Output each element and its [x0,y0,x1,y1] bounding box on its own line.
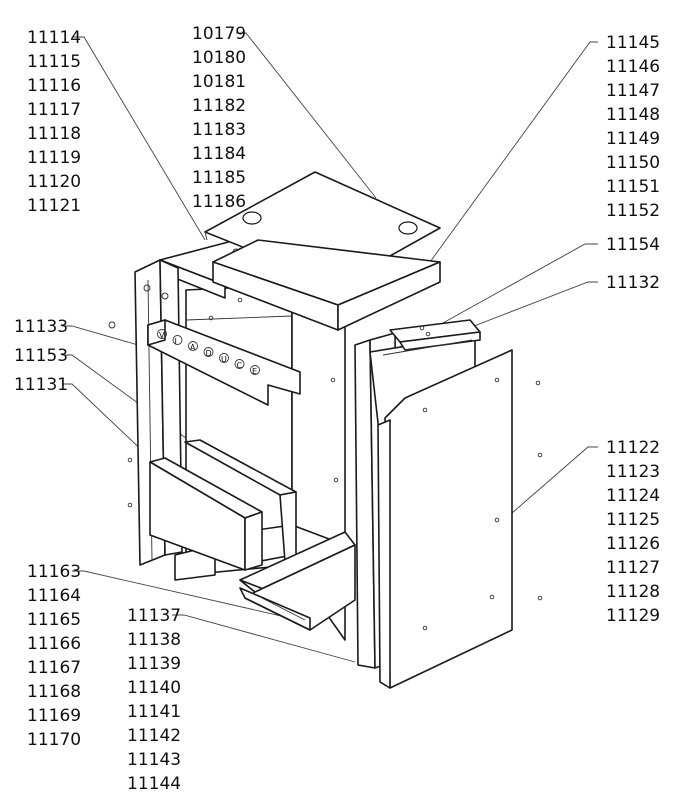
panel-letters: V I A DU CE [157,329,260,376]
part-number: 11116 [27,76,81,96]
panel-letter: C [237,361,243,370]
panel-letter: V [159,331,165,340]
panel-letter: E [252,367,257,376]
part-number: 11126 [606,534,660,554]
part-number: 11154 [606,235,660,255]
part-number: 11123 [606,462,660,482]
part-number: 11166 [27,634,81,654]
part-number: 11138 [127,630,181,650]
part-number: 11115 [27,52,81,72]
part-number: 10179 [192,24,246,44]
part-number: 11149 [606,129,660,149]
part-number: 11168 [27,682,81,702]
panel-letter: A [190,343,196,352]
panel-button [250,365,260,375]
control-panel-strip: V I A DU CE [147,319,301,406]
part-number: 11117 [27,100,81,120]
part-number: 11143 [127,750,181,770]
part-number: 11139 [127,654,181,674]
callout-labels: 11114 11115 11116 11117 11118 11119 1112… [14,24,660,794]
part-number: 11133 [14,317,68,337]
part-number: 11170 [27,730,81,750]
front-cross-rail [184,439,297,563]
panel-button [157,329,167,339]
part-number: 11121 [27,196,81,216]
leader-g7 [62,354,206,453]
part-number: 11164 [27,586,81,606]
leader-lines [62,32,598,663]
panel-button [172,335,183,345]
part-number: 10180 [192,48,246,68]
leader-g2 [236,32,377,199]
panel-button [234,359,245,369]
leader-g1 [72,36,206,241]
part-number: 11129 [606,606,660,626]
part-number: 11140 [127,678,181,698]
part-number: 11122 [606,438,660,458]
part-number: 11148 [606,105,660,125]
part-number: 11145 [606,33,660,53]
drawer-tray [239,531,356,631]
part-number: 11114 [27,28,81,48]
leader-g3 [429,41,598,263]
part-number: 11119 [27,148,81,168]
part-number: 11147 [606,81,660,101]
part-number: 11125 [606,510,660,530]
part-number: 11120 [27,172,81,192]
part-number: 11144 [127,774,181,794]
part-number: 11137 [127,606,181,626]
part-number: 11132 [606,273,660,293]
leader-g4 [397,243,598,349]
part-number: 11124 [606,486,660,506]
part-number: 11150 [606,153,660,173]
panel-button [188,341,198,351]
top-slab [212,239,441,331]
part-number: 11184 [192,144,246,164]
panel-button [219,353,229,363]
part-number: 11141 [127,702,181,722]
part-number: 11183 [192,120,246,140]
part-number: 11131 [14,375,68,395]
part-number: 11118 [27,124,81,144]
part-number: 11186 [192,192,246,212]
part-number: 11146 [606,57,660,77]
mounting-holes [108,297,339,508]
part-number: 11185 [192,168,246,188]
part-number: 11152 [606,201,660,221]
panel-letter: D [206,349,212,358]
panel-button [203,347,214,357]
part-number: 11128 [606,582,660,602]
part-number: 11142 [127,726,181,746]
leader-g9 [511,446,598,514]
panel-letter: I [175,337,177,346]
part-number: 10181 [192,72,246,92]
part-number: 11153 [14,346,68,366]
leader-g8 [62,383,169,476]
part-number: 11151 [606,177,660,197]
leader-g10 [72,570,291,619]
leader-g11 [172,614,356,663]
panel-letter: U [221,355,227,364]
right-side-panel [377,349,543,689]
lower-front-panel [149,457,263,571]
part-number: 11165 [27,610,81,630]
part-number: 11163 [27,562,81,582]
part-number: 11182 [192,96,246,116]
part-number: 11167 [27,658,81,678]
part-number: 11127 [606,558,660,578]
part-number: 11169 [27,706,81,726]
